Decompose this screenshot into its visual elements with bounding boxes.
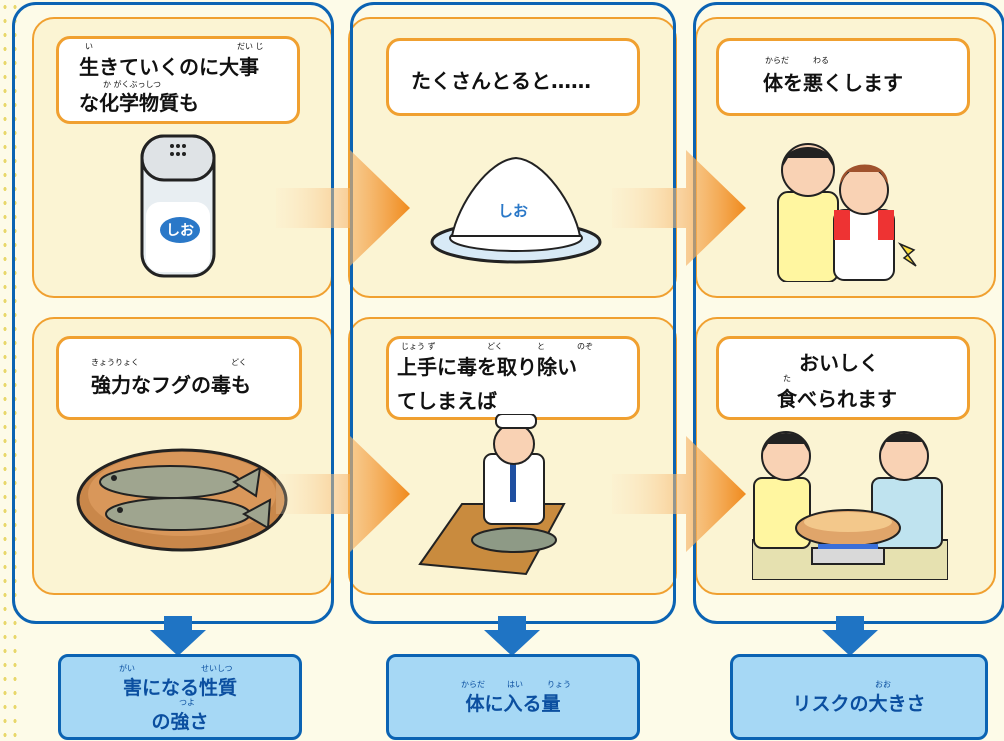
arrow-right-icon	[276, 150, 410, 266]
bubble-text: 食べられます	[777, 387, 897, 411]
result-exposure: からだ はい りょう 体に入る量	[386, 654, 640, 740]
speech-bubble-delicious: おいしく た 食べられます	[716, 336, 970, 420]
result-text: の強さ	[151, 711, 209, 733]
result-text: 体に入る量	[465, 693, 561, 715]
ruby: からだ	[765, 56, 789, 65]
ruby: どく	[231, 358, 247, 367]
result-hazard: がい せいしつ 害になる性質 つよ の強さ	[58, 654, 302, 740]
bubble-text: 強力なフグの毒も	[91, 373, 251, 397]
ruby: きょうりょく	[91, 358, 139, 367]
salt-shaker-illustration	[140, 134, 216, 278]
bubble-text: な化学物質も	[79, 91, 199, 115]
bubble-text: 生きていくのに大事	[79, 55, 259, 79]
family-eating-illustration	[752, 431, 948, 580]
speech-bubble-too-much: たくさんとると……	[386, 38, 640, 116]
arrow-down-icon	[822, 616, 878, 656]
arrow-down-icon	[484, 616, 540, 656]
bubble-text: 上手に毒を取り除い	[397, 355, 577, 379]
ruby: りょう	[547, 680, 571, 689]
fugu-plate-illustration	[76, 448, 288, 552]
result-text: リスクの大きさ	[792, 693, 926, 715]
speech-bubble-harm: からだ わる 体を悪くします	[716, 38, 970, 116]
arrow-right-icon	[276, 436, 410, 552]
result-risk: おお リスクの大きさ	[730, 654, 988, 740]
ruby: い	[85, 42, 93, 51]
ruby: じょう ず	[401, 342, 436, 351]
ruby: はい	[507, 680, 523, 689]
ruby: わる	[813, 56, 829, 65]
bubble-text: てしまえば	[397, 389, 497, 413]
bubble-text: おいしく	[799, 351, 879, 375]
ruby: と	[537, 342, 545, 351]
pile-label: しお	[498, 202, 529, 220]
arrow-right-icon	[612, 436, 746, 552]
arrow-right-icon	[612, 150, 746, 266]
ruby: がい	[119, 664, 135, 673]
shaker-label: しお	[166, 223, 194, 239]
salt-pile-illustration	[430, 156, 602, 264]
ruby: おお	[875, 680, 891, 689]
result-text: 害になる性質	[122, 677, 237, 699]
ruby: つよ	[179, 698, 195, 707]
arrow-down-icon	[150, 616, 206, 656]
ruby: のぞ	[577, 342, 593, 351]
ruby: だい じ	[237, 42, 264, 51]
bubble-text: たくさんとると……	[411, 69, 591, 93]
speech-bubble-chemical: い だい じ 生きていくのに大事 か がくぶっしつ な化学物質も	[56, 36, 300, 124]
speech-bubble-fugu: きょうりょく どく 強力なフグの毒も	[56, 336, 302, 420]
ruby: か がくぶっしつ	[103, 80, 162, 89]
sick-child-illustration	[777, 143, 917, 282]
bubble-text: 体を悪くします	[763, 71, 903, 95]
ruby: せいしつ	[201, 664, 233, 673]
ruby: からだ	[461, 680, 485, 689]
ruby: た	[783, 374, 791, 383]
ruby: どく	[487, 342, 503, 351]
speech-bubble-remove-poison: じょう ず どく と のぞ 上手に毒を取り除い てしまえば	[386, 336, 640, 420]
chef-illustration	[418, 414, 566, 576]
